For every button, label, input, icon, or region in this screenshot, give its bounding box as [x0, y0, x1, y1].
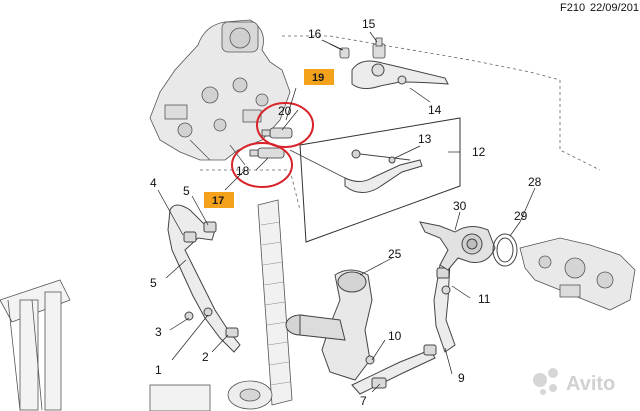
callout-28: 28 — [528, 175, 542, 189]
callout-20: 20 — [278, 104, 292, 118]
callout-11: 11 — [478, 292, 491, 306]
bottom-parts-drawing — [149, 380, 273, 411]
callout-3: 3 — [155, 325, 162, 339]
callout-numbers: 16 15 14 13 12 20 18 4 5 5 3 2 1 25 11 1… — [150, 17, 542, 408]
radiator-drawing — [257, 199, 293, 406]
avito-logo-icon — [533, 368, 558, 395]
assembly-12-box — [299, 117, 461, 243]
callout-5-top: 5 — [183, 184, 190, 198]
header-code: F210 — [560, 2, 586, 14]
hose-14-drawing — [351, 60, 449, 90]
callout-7: 7 — [360, 394, 367, 408]
callout-10: 10 — [388, 329, 402, 343]
callout-13: 13 — [418, 132, 432, 146]
fitting-15 — [372, 37, 386, 59]
fitting-16 — [329, 43, 350, 59]
hose-10-drawing — [351, 344, 437, 395]
connector-18 — [249, 147, 285, 159]
callout-12: 12 — [472, 145, 486, 159]
callout-14: 14 — [428, 103, 442, 117]
watermark-text: Avito — [566, 373, 615, 395]
callout-1: 1 — [155, 363, 162, 377]
callout-5-bottom: 5 — [150, 276, 157, 290]
thermostat-30-drawing — [419, 221, 496, 271]
highlight-circle-20 — [256, 102, 314, 148]
callout-25: 25 — [388, 247, 402, 261]
dashed-outline — [200, 35, 601, 211]
connector-20 — [261, 127, 293, 139]
left-hose-drawing — [167, 204, 241, 353]
svg-text:19: 19 — [312, 72, 324, 84]
tag-19: 19 — [304, 69, 334, 85]
callout-4: 4 — [150, 176, 157, 190]
engine-block-drawing — [149, 19, 291, 166]
callout-2: 2 — [202, 350, 209, 364]
avito-watermark: Avito — [533, 368, 615, 395]
tag-17: 17 — [204, 192, 234, 208]
callout-29: 29 — [514, 209, 528, 223]
hose-25-drawing — [285, 269, 373, 381]
gasket-29-drawing — [492, 233, 518, 267]
frame-drawing — [0, 279, 71, 411]
highlight-circle-18 — [231, 142, 293, 188]
callout-9: 9 — [458, 371, 465, 385]
callout-15: 15 — [362, 17, 376, 31]
callout-16: 16 — [308, 27, 322, 41]
leader-lines — [157, 31, 536, 393]
hose-9-drawing — [433, 261, 456, 353]
callout-30: 30 — [453, 199, 467, 213]
callout-18: 18 — [236, 164, 250, 178]
svg-text:17: 17 — [212, 195, 224, 207]
housing-28-drawing — [519, 237, 636, 311]
header-date: 22/09/201 — [590, 2, 639, 14]
hose-13-drawing — [344, 149, 423, 193]
